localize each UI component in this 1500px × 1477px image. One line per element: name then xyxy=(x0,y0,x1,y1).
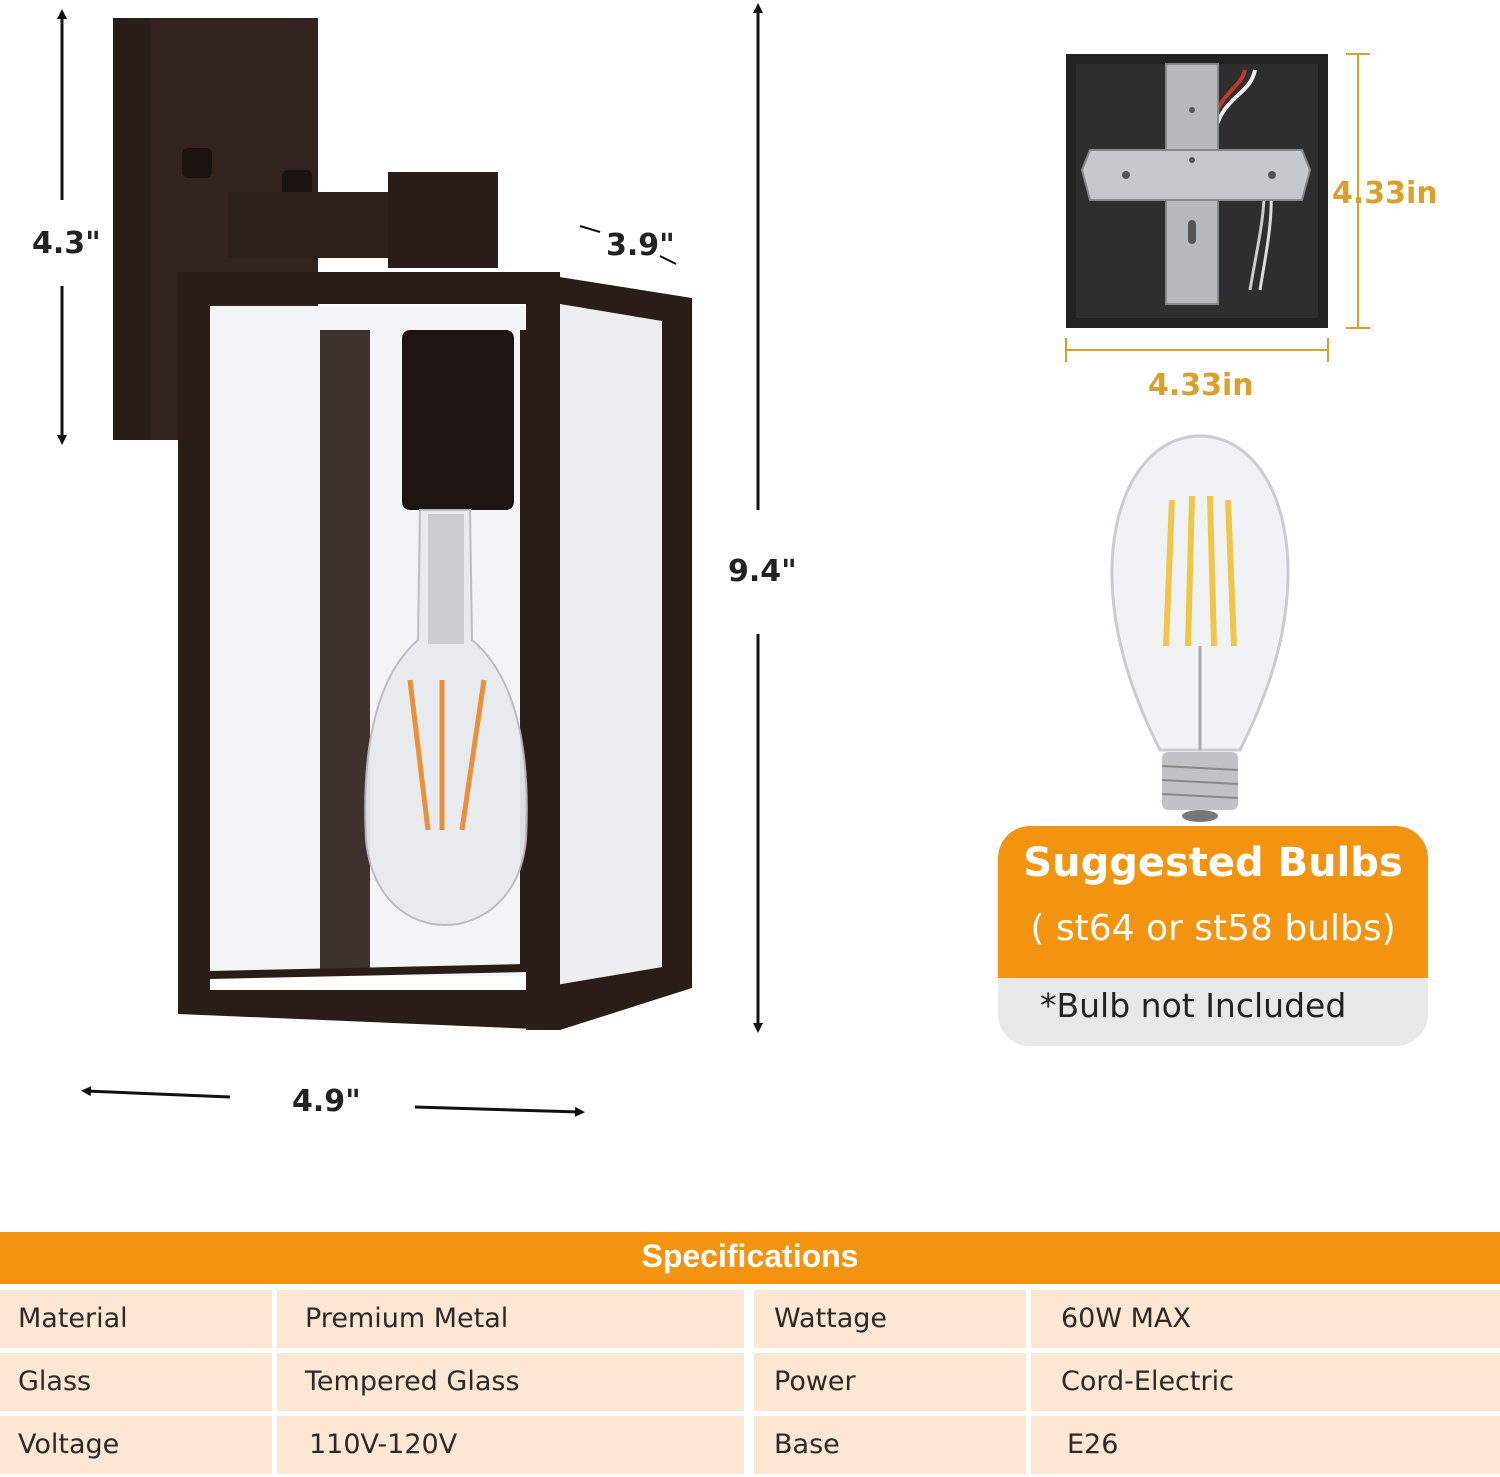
spec-label: Power xyxy=(774,1366,856,1397)
spec-row-voltage: Voltage 110V-120V Base E26 xyxy=(0,1416,1500,1474)
mount-height-label: 4.33in xyxy=(1332,176,1438,211)
suggested-bulbs-card: Suggested Bulbs ( st64 or st58 bulbs) *B… xyxy=(998,826,1428,1046)
spec-row-material: Material Premium Metal Wattage 60W MAX xyxy=(0,1290,1500,1348)
spec-value: Tempered Glass xyxy=(305,1366,520,1397)
total-height-label: 9.4" xyxy=(728,554,797,589)
edison-bulb-image xyxy=(1110,434,1290,822)
specifications-title: Specifications xyxy=(641,1238,859,1274)
spec-value: 60W MAX xyxy=(1061,1303,1191,1334)
spec-label: Base xyxy=(774,1429,840,1460)
spec-value: 110V-120V xyxy=(309,1429,458,1460)
spec-label: Material xyxy=(18,1303,128,1334)
suggested-bulbs-title: Suggested Bulbs xyxy=(1023,840,1403,886)
spec-value: Premium Metal xyxy=(305,1303,509,1334)
wall-lantern-image xyxy=(113,18,692,1030)
spec-label: Voltage xyxy=(18,1429,120,1460)
backplate-height-label: 4.3" xyxy=(32,226,101,261)
spec-label: Glass xyxy=(18,1366,92,1397)
depth-label: 3.9" xyxy=(606,228,675,263)
spec-row-glass: Glass Tempered Glass Power Cord-Electric xyxy=(0,1353,1500,1411)
spec-value: Cord-Electric xyxy=(1061,1366,1234,1397)
dimension-arrows xyxy=(57,3,763,1117)
suggested-bulbs-banner: Suggested Bulbs ( st64 or st58 bulbs) xyxy=(998,826,1428,978)
specifications-header: Specifications xyxy=(0,1232,1500,1284)
mount-width-label: 4.33in xyxy=(1148,368,1254,403)
spec-value: E26 xyxy=(1067,1429,1119,1460)
suggested-bulbs-subtitle: ( st64 or st58 bulbs) xyxy=(1030,908,1396,949)
width-label: 4.9" xyxy=(292,1084,361,1119)
mounting-bracket-image xyxy=(1065,53,1370,362)
spec-label: Wattage xyxy=(774,1303,887,1334)
bulb-not-included-note: *Bulb not Included xyxy=(1040,986,1347,1025)
